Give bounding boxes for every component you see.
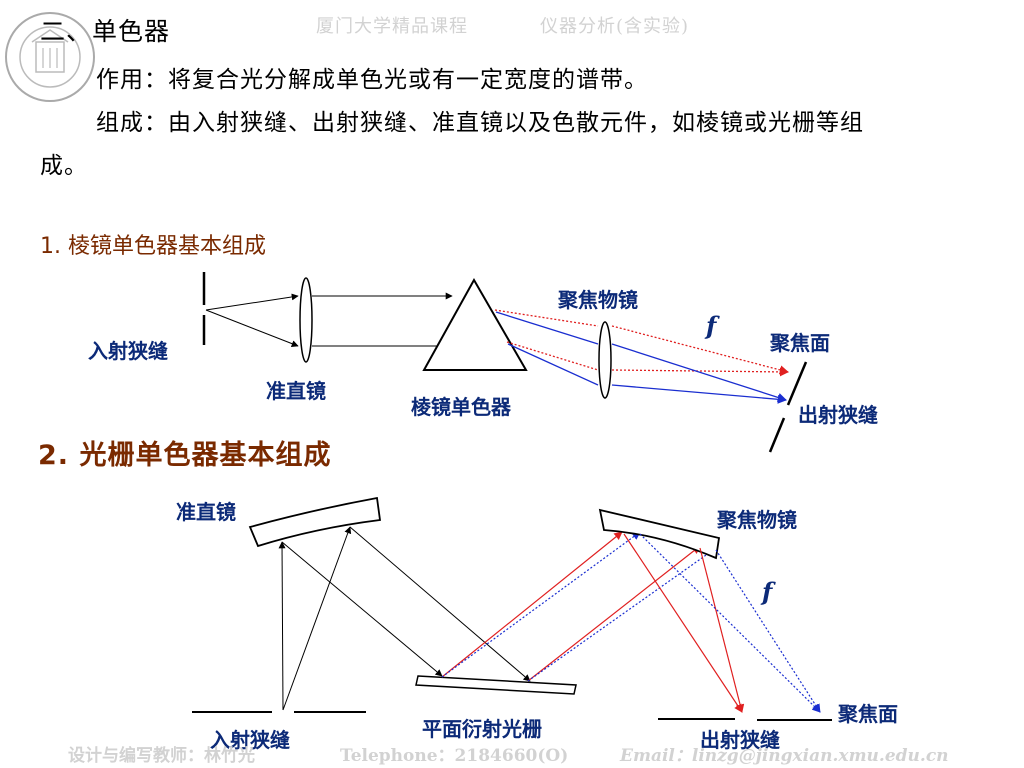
prism-entrance-rays bbox=[205, 293, 299, 347]
grating-section-title: 2. 光栅单色器基本组成 bbox=[38, 440, 332, 471]
prism-label: 棱镜单色器 bbox=[411, 395, 512, 419]
prism-focal-plane-label: 聚焦面 bbox=[769, 331, 830, 355]
grating-collimated-rays bbox=[281, 526, 531, 682]
prism-focused-rays bbox=[611, 325, 789, 404]
watermark-subject: 仪器分析(含实验) bbox=[540, 16, 690, 37]
section-title: 二、单色器 bbox=[40, 17, 171, 46]
watermark-course: 厦门大学精品课程 bbox=[316, 16, 468, 37]
grating-collimator-label: 准直镜 bbox=[176, 500, 236, 524]
para-function: 作用：将复合光分解成单色光或有一定宽度的谱带。 bbox=[96, 67, 648, 93]
footer-email: Email：linzg@jingxian.xmu.edu.cn bbox=[620, 746, 949, 766]
footer-telephone: Telephone：2184660(O) bbox=[340, 746, 569, 766]
prism-exit-slit bbox=[768, 361, 808, 453]
para-composition-line2: 成。 bbox=[40, 153, 88, 179]
grating-exit-slit-label: 出射狭缝 bbox=[700, 728, 780, 752]
grating-plate bbox=[415, 675, 577, 695]
prism-section-title: 1. 棱镜单色器基本组成 bbox=[40, 234, 266, 259]
grating-label: 平面衍射光栅 bbox=[422, 717, 542, 741]
prism-focusing-lens-label: 聚焦物镜 bbox=[557, 288, 638, 312]
prism-entrance-slit-label: 入射狭缝 bbox=[88, 339, 168, 363]
footer-author: 设计与编写教师：林竹光 bbox=[68, 746, 255, 766]
prism-focusing-lens bbox=[598, 321, 612, 399]
prism-triangle bbox=[422, 277, 528, 371]
prism-focal-length-label: f bbox=[704, 311, 720, 340]
prism-collimator-lens bbox=[299, 277, 313, 363]
grating-exit-slit bbox=[658, 718, 832, 721]
prism-exit-slit-label: 出射狭缝 bbox=[798, 403, 878, 427]
grating-focused-rays bbox=[623, 533, 821, 713]
grating-entrance-rays bbox=[278, 526, 352, 711]
grating-entrance-slit-label: 入射狭缝 bbox=[210, 728, 290, 752]
grating-collimator-mirror bbox=[248, 496, 382, 548]
university-seal-icon bbox=[5, 12, 95, 102]
grating-focal-plane-label: 聚焦面 bbox=[837, 702, 898, 726]
prism-parallel-rays bbox=[312, 292, 453, 350]
prism-collimator-label: 准直镜 bbox=[266, 379, 326, 403]
grating-focusing-mirror bbox=[598, 508, 721, 560]
grating-focusing-mirror-label: 聚焦物镜 bbox=[716, 508, 797, 532]
prism-dispersed-rays bbox=[494, 309, 599, 386]
grating-focal-length-label: f bbox=[760, 577, 776, 606]
para-composition-line1: 组成：由入射狭缝、出射狭缝、准直镜以及色散元件，如棱镜或光栅等组 bbox=[96, 110, 864, 136]
grating-diffracted-rays bbox=[441, 531, 717, 682]
